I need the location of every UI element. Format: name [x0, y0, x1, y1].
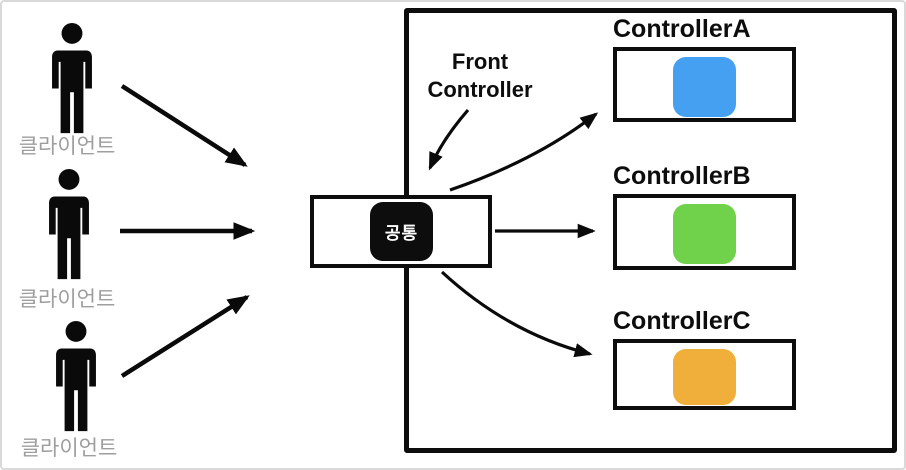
client-label: 클라이언트	[18, 288, 116, 311]
controller-b-label: ControllerB	[613, 162, 751, 190]
client-person-icon	[48, 22, 96, 136]
controller-c-chip	[673, 349, 736, 405]
controller-b-chip	[673, 204, 736, 264]
person-icon	[56, 320, 96, 432]
client-label: 클라이언트	[18, 135, 116, 158]
front-controller-box: 공통	[310, 195, 492, 268]
client3-to-front-arrow	[120, 295, 250, 378]
client1-to-front-arrow	[120, 84, 248, 167]
person-icon	[49, 168, 89, 280]
common-chip: 공통	[370, 202, 433, 261]
person-icon	[52, 22, 92, 134]
controller-a-chip	[673, 57, 736, 117]
controller-c-box	[613, 339, 796, 410]
client-person-icon	[52, 320, 100, 434]
client-label: 클라이언트	[20, 437, 118, 460]
front-controller-annotation: Front Controller	[427, 49, 533, 102]
controller-a-box	[613, 47, 796, 122]
controller-c-label: ControllerC	[613, 307, 751, 335]
controller-b-box	[613, 194, 796, 270]
controller-a-label: ControllerA	[613, 15, 751, 43]
client-person-icon	[45, 168, 93, 282]
